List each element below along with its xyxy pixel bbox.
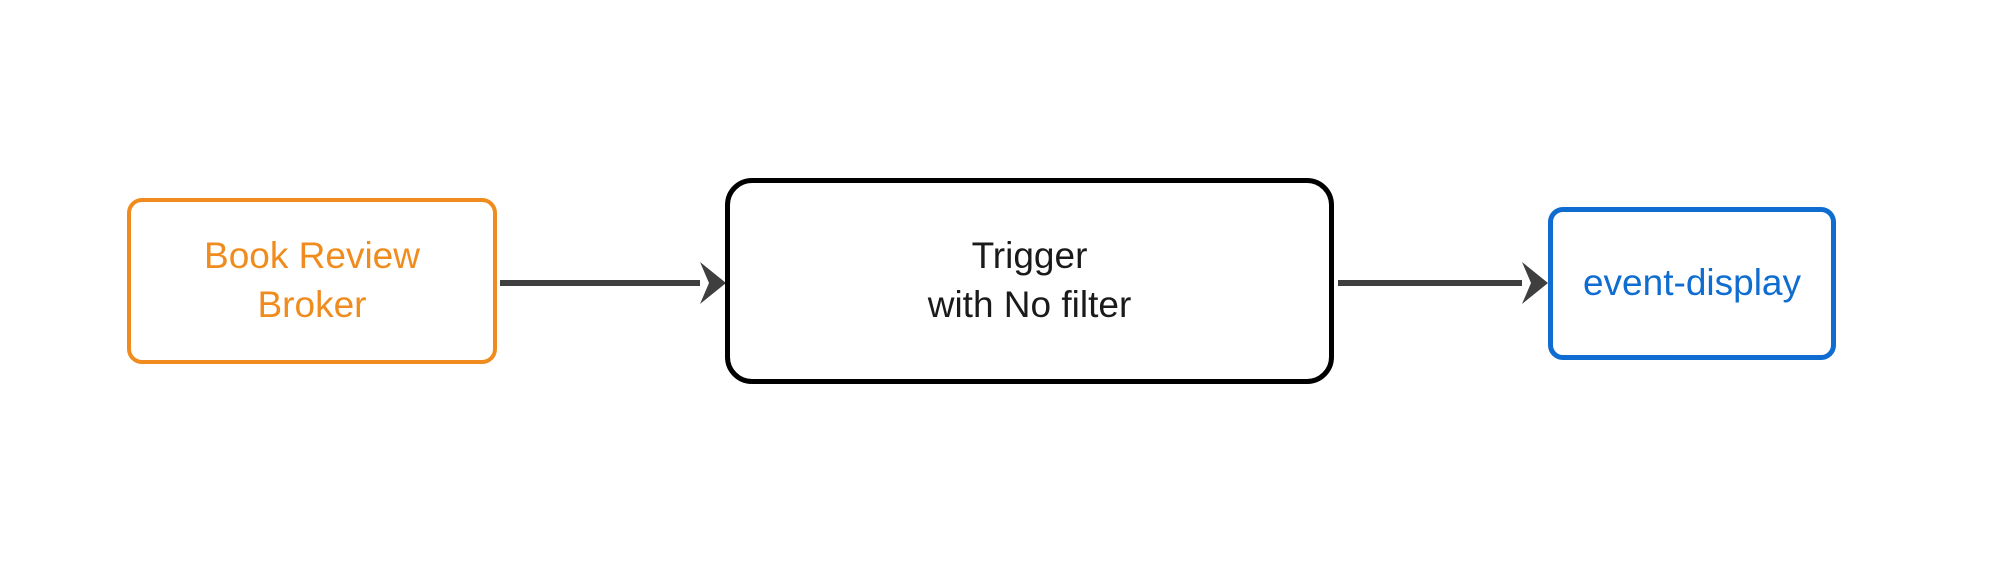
node-book-review-broker[interactable]: Book Review Broker — [127, 198, 497, 364]
node-trigger[interactable]: Trigger with No filter — [725, 178, 1334, 384]
node-book-review-broker-label: Book Review Broker — [204, 235, 420, 325]
node-trigger-label: Trigger with No filter — [927, 235, 1132, 325]
node-event-display-label: event-display — [1582, 262, 1801, 304]
edge-broker-to-trigger-arrowhead — [700, 262, 726, 304]
edge-trigger-to-sink-arrowhead — [1522, 262, 1548, 304]
node-event-display[interactable]: event-display — [1548, 207, 1836, 360]
